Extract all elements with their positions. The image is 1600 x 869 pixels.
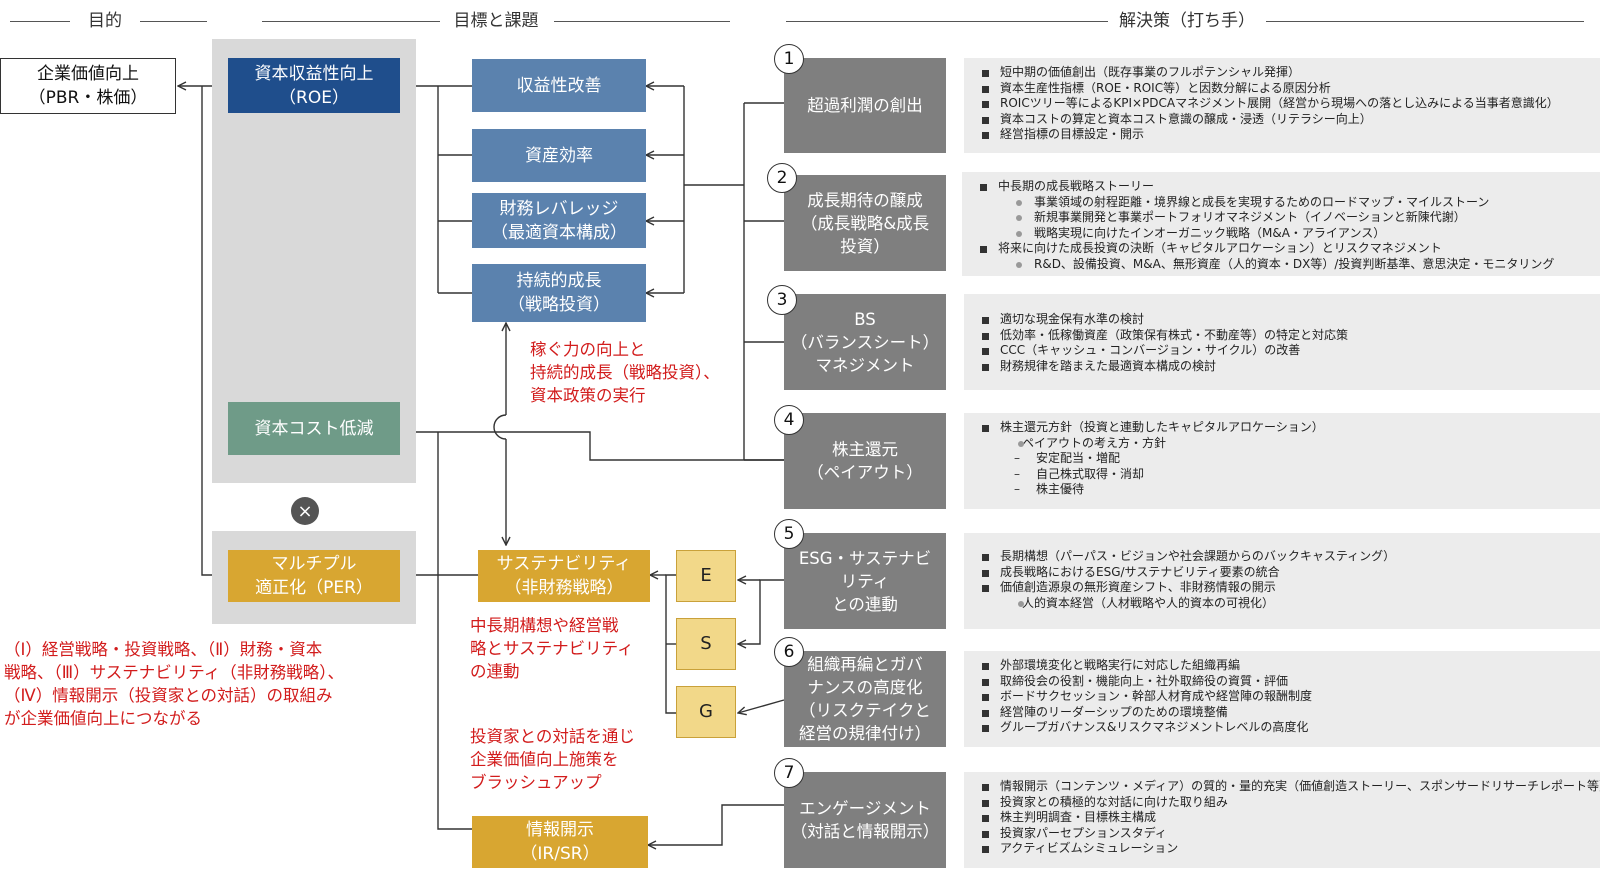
list-item: 財務規律を踏まえた最適資本構成の検討 [978, 359, 1592, 375]
solution-2-title: 成長期待の醸成 （成長戦略&成長 投資） [784, 175, 946, 271]
header-line-goals-right [554, 21, 730, 22]
list-item: 低効率・低稼働資産（政策保有株式・不動産等）の特定と対応策 [978, 328, 1592, 344]
solution-2-points: 中長期の成長戦略ストーリー 事業領域の射程距離・境界線と成長を実現するためのロー… [962, 172, 1600, 276]
goal-sustainability: サステナビリティ （非財務戦略） [478, 550, 650, 602]
header-line-purpose-right [140, 21, 207, 22]
purpose-box: 企業価値向上 （PBR・株価） [0, 58, 176, 114]
list-item: 投資家パーセプションスタディ [978, 826, 1592, 842]
solution-6-points: 外部環境変化と戦略実行に対応した組織再編 取締役会の役割・機能向上・社外取締役の… [964, 651, 1600, 747]
list-item: 人的資本経営（人材戦略や人的資本の可視化） [978, 596, 1592, 612]
solution-1-number: 1 [774, 44, 804, 74]
solution-6-title: 組織再編とガバ ナンスの高度化 （リスクテイクと 経営の規律付け） [784, 651, 946, 747]
list-item: グループガバナンス&リスクマネジメントレベルの高度化 [978, 720, 1592, 736]
solution-7-title: エンゲージメント （対話と情報開示） [784, 772, 946, 868]
list-item: 適切な現金保有水準の検討 [978, 312, 1592, 328]
header-solutions: 解決策（打ち手） [1108, 10, 1266, 32]
list-item: 自己株式取得・消却 [978, 467, 1592, 483]
solution-4-number: 4 [774, 405, 804, 435]
list-item: 価値創造源泉の無形資産シフト、非財務情報の開示 [978, 580, 1592, 596]
solution-2-number: 2 [767, 163, 797, 193]
list-item: 株主判明調査・目標株主構成 [978, 810, 1592, 826]
list-item: 外部環境変化と戦略実行に対応した組織再編 [978, 658, 1592, 674]
list-item: 安定配当・増配 [978, 451, 1592, 467]
solution-7-points: 情報開示（コンテンツ・メディア）の質的・量的充実（価値創造ストーリー、スポンサー… [964, 772, 1600, 868]
note-investor-dialogue: 投資家との対話を通じ 企業価値向上施策を ブラッシュアップ [470, 727, 635, 792]
goal-leverage: 財務レバレッジ （最適資本構成） [472, 193, 646, 248]
solution-3-title: BS （バランスシート） マネジメント [784, 294, 946, 390]
list-item: 情報開示（コンテンツ・メディア）の質的・量的充実（価値創造ストーリー、スポンサー… [978, 779, 1600, 795]
solution-6-number: 6 [774, 637, 804, 667]
list-item: 株主優待 [978, 482, 1592, 498]
esg-e: E [676, 550, 736, 602]
list-item: 事業領域の射程距離・境界線と成長を実現するためのロードマップ・マイルストーン [976, 195, 1592, 211]
solution-3-number: 3 [767, 285, 797, 315]
list-item: 成長戦略におけるESG/サステナビリティ要素の統合 [978, 565, 1592, 581]
solution-5-points: 長期構想（パーパス・ビジョンや社会課題からのバックキャスティング） 成長戦略にお… [964, 533, 1600, 629]
header-line-goals-left [262, 21, 442, 22]
solution-1-title: 超過利潤の創出 [784, 58, 946, 153]
goal-roe: 資本収益性向上 （ROE） [228, 58, 400, 113]
list-item: 経営陣のリーダーシップのための環境整備 [978, 705, 1592, 721]
solution-5-title: ESG・サステナビ リティ との連動 [784, 533, 946, 629]
list-item: 取締役会の役割・機能向上・社外取締役の資質・評価 [978, 674, 1592, 690]
list-item: 新規事業開発と事業ポートフォリオマネジメント（イノベーションと新陳代謝） [976, 210, 1592, 226]
list-item: ROICツリー等によるKPI×PDCAマネジメント展開（経営から現場への落とし込… [978, 96, 1592, 112]
esg-s: S [676, 618, 736, 670]
list-item: ボードサクセッション・幹部人材育成や経営陣の報酬制度 [978, 689, 1592, 705]
esg-g: G [676, 686, 736, 738]
note-summary: （Ⅰ）経営戦略・投資戦略、（Ⅱ）財務・資本 戦略、（Ⅲ）サステナビリティ（非財務… [4, 640, 345, 728]
header-line-solutions-right [1266, 21, 1584, 22]
list-item: 経営指標の目標設定・開示 [978, 127, 1592, 143]
goal-profitability: 収益性改善 [472, 59, 646, 112]
list-item: 将来に向けた成長投資の決断（キャピタルアロケーション）とリスクマネジメント [976, 241, 1592, 257]
goal-per: マルチプル 適正化（PER） [228, 550, 400, 602]
list-item: 中長期の成長戦略ストーリー [976, 179, 1592, 195]
header-line-solutions-left [786, 21, 1108, 22]
header-line-purpose-left [10, 21, 70, 22]
list-item: 長期構想（パーパス・ビジョンや社会課題からのバックキャスティング） [978, 549, 1592, 565]
list-item: 資本生産性指標（ROE・ROIC等）と因数分解による原因分析 [978, 81, 1592, 97]
solution-1-points: 短中期の価値創出（既存事業のフルポテンシャル発揮） 資本生産性指標（ROE・RO… [964, 58, 1600, 153]
list-item: 投資家との積極的な対話に向けた取り組み [978, 795, 1592, 811]
list-item: ペイアウトの考え方・方針 [978, 436, 1592, 452]
header-purpose: 目的 [72, 10, 138, 32]
solution-7-number: 7 [774, 758, 804, 788]
goal-cost-of-capital: 資本コスト低減 [228, 402, 400, 455]
list-item: 株主還元方針（投資と連動したキャピタルアロケーション） [978, 420, 1592, 436]
list-item: 戦略実現に向けたインオーガニック戦略（M&A・アライアンス） [976, 226, 1592, 242]
note-mid-long-term: 中長期構想や経営戦 略とサステナビリティ の連動 [470, 616, 634, 681]
goal-disclosure: 情報開示 （IR/SR） [472, 816, 648, 868]
solution-3-points: 適切な現金保有水準の検討 低効率・低稼働資産（政策保有株式・不動産等）の特定と対… [964, 294, 1600, 390]
list-item: 資本コストの算定と資本コスト意識の醸成・浸透（リテラシー向上） [978, 112, 1592, 128]
goal-asset-efficiency: 資産効率 [472, 129, 646, 182]
solution-4-title: 株主還元 （ペイアウト） [784, 413, 946, 509]
note-earning-power: 稼ぐ力の向上と 持続的成長（戦略投資）、 資本政策の実行 [530, 340, 720, 405]
list-item: アクティビズムシミュレーション [978, 841, 1592, 857]
list-item: R&D、設備投資、M&A、無形資産（人的資本・DX等）/投資判断基準、意思決定・… [976, 257, 1592, 273]
times-icon: × [291, 497, 319, 525]
solution-4-points: 株主還元方針（投資と連動したキャピタルアロケーション） ペイアウトの考え方・方針… [964, 413, 1600, 509]
list-item: 短中期の価値創出（既存事業のフルポテンシャル発揮） [978, 65, 1592, 81]
solution-5-number: 5 [774, 519, 804, 549]
header-goals: 目標と課題 [440, 10, 552, 32]
list-item: CCC（キャッシュ・コンバージョン・サイクル）の改善 [978, 343, 1592, 359]
goal-sustainable-growth: 持続的成長 （戦略投資） [472, 264, 646, 322]
